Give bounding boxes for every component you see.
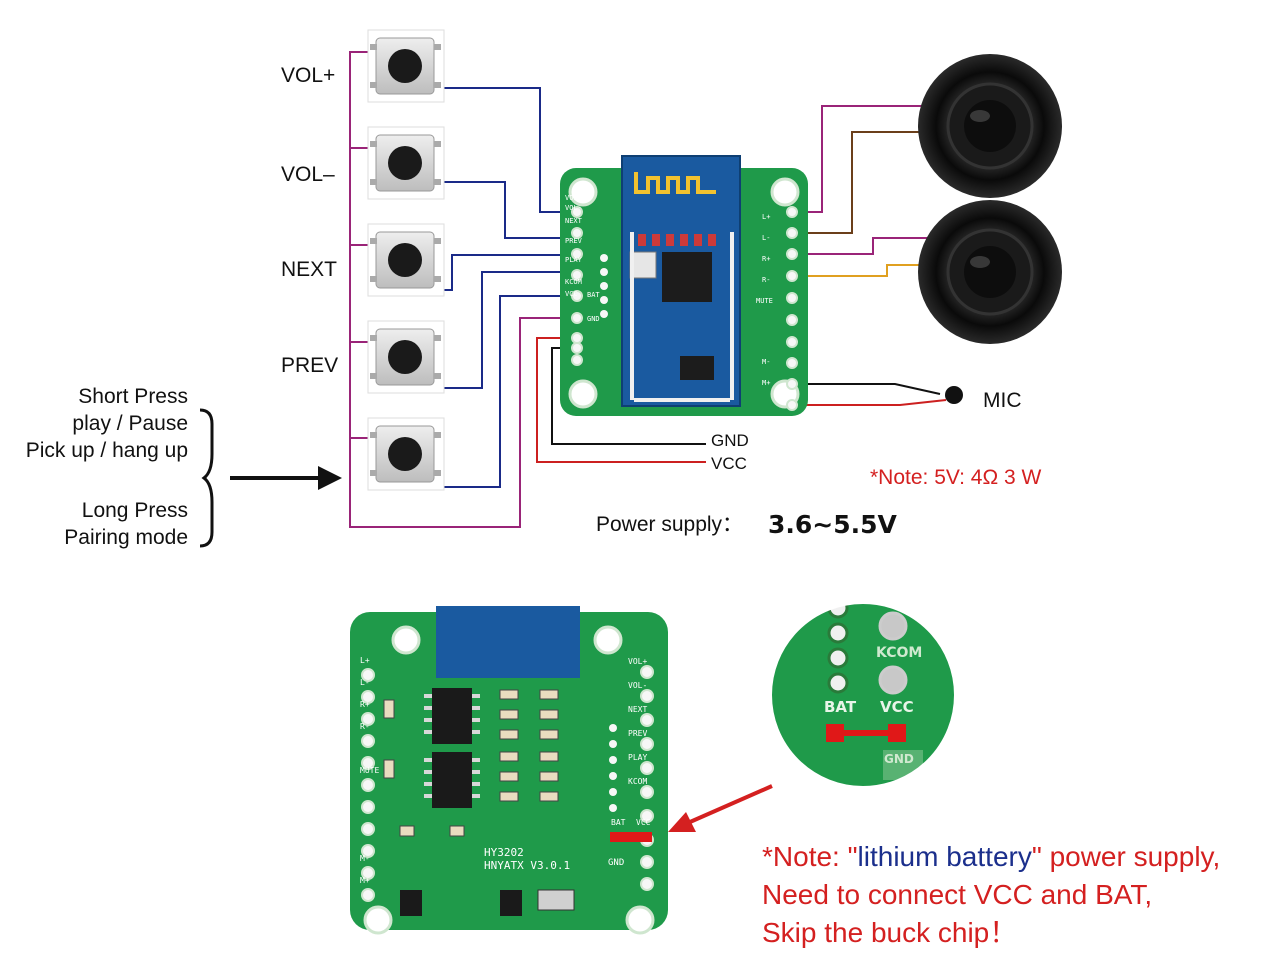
pcb-top [560,155,808,416]
battery-note-line2: Need to connect VCC and BAT, [762,879,1153,910]
pin-label: NEXT [628,705,648,714]
label-long-press: Long Press [81,499,188,522]
label-play-pause: play / Pause [72,412,188,435]
pin-label: M+ [360,876,370,885]
pin-label: L- [762,234,771,242]
speaker-note: *Note: 5V: 4Ω 3 W [870,466,1042,489]
kcom-common-wire [349,51,563,528]
bat-vcc-bridge [610,832,652,842]
mic-capsule [945,386,963,404]
pin-label: VOL- [565,203,582,212]
button-signal-wires [433,87,563,488]
zoom-label-vcc: VCC [880,698,914,716]
pin-label: NEXT [565,217,582,226]
pin-label: VCC [565,289,578,298]
top-board-right-pin-labels: L+ L- R+ R- MUTE M- M+ [756,207,773,394]
zoom-label-bat: BAT [824,698,857,716]
board-version: V3.0.1 [530,859,571,872]
battery-note-suffix: " power supply, [1031,841,1221,872]
pin-label: PREV [628,729,648,738]
board-model: HY3202 [484,846,524,859]
zoom-inset [770,602,956,788]
button-next [367,223,445,297]
bottom-board-right-pin-labels: VOL+ VOL- NEXT PREV PLAY KCOM [628,650,647,794]
battery-note-line3: Skip the buck chip！ [762,917,1018,948]
battery-note-prefix: *Note: " [762,841,858,872]
label-vol-plus: VOL+ [281,64,336,87]
pin-label: VOL- [628,681,648,690]
pin-label: PREV [565,236,582,245]
bottom-board-left-pin-labels: L+ L- R+ R- MUTE M- M+ [360,650,379,892]
label-vcc: VCC [711,454,747,473]
pin-label: KCOM [565,277,582,286]
battery-note: *Note: "lithium battery" power supply, N… [762,838,1220,952]
board-brand: HNYATX [484,859,524,872]
speaker-left [918,54,1062,198]
label-mic: MIC [983,389,1022,412]
bottom-board-vcc-label: VCC [636,818,651,827]
label-prev: PREV [281,354,339,377]
amp-chip-1 [432,688,472,744]
pin-label: R- [360,722,370,731]
label-pairing-mode: Pairing mode [64,526,188,549]
pin-label: L+ [360,656,370,665]
pin-label: PLAY [628,753,648,762]
label-short-press: Short Press [78,385,188,408]
press-info: Short Press play / Pause Pick up / hang … [26,383,188,551]
speaker-wires [795,105,930,277]
pin-label: PLAY [565,256,582,265]
pin-label: BAT [587,291,600,300]
pin-label: R- [762,276,771,284]
label-gnd: GND [711,431,749,450]
antenna-trace [634,172,716,194]
label-next: NEXT [281,258,338,281]
pin-label: M- [360,854,370,863]
pin-label: L- [360,678,370,687]
speaker-right [918,200,1062,344]
button-vol-minus [367,126,445,200]
tactile-buttons [367,29,445,491]
battery-note-highlight: lithium battery [857,841,1032,872]
button-vol-plus [367,29,445,103]
curly-brace [199,408,214,548]
label-vol-minus: VOL– [281,163,335,186]
pin-label: KCOM [628,777,648,786]
button-play [367,417,445,491]
pin-label: MUTE [360,766,380,775]
pin-label: VOL+ [565,194,582,202]
board-model-line2: HNYATX V3.0.1 [484,859,570,872]
zoom-label-gnd: GND [884,752,914,766]
bottom-board-bat-label: BAT [611,818,626,827]
arrow-to-bridge [668,784,773,832]
bottom-board-gnd-label: GND [608,858,625,868]
pin-label: L+ [762,213,771,221]
top-board-left-pin-labels: VOL+ VOL- NEXT PREV PLAY KCOM VCC BAT GN… [565,194,600,324]
arrow-to-button [230,466,342,490]
pin-label: M+ [762,379,771,387]
amp-chip-2 [432,752,472,808]
power-supply-value: 3.6~5.5V [768,510,897,539]
pin-label: R+ [762,255,771,263]
label-pickup-hangup: Pick up / hang up [25,439,188,462]
pin-label: R+ [360,700,370,709]
zoom-label-kcom: KCOM [876,645,923,661]
bluetooth-module-back [436,606,580,678]
mic-wires [795,383,947,406]
pin-label: M- [762,358,771,366]
battery-note-line1: *Note: "lithium battery" power supply, [762,838,1220,876]
pin-label: VOL+ [628,657,648,666]
pin-label: MUTE [756,297,773,305]
bottom-board-model-text: HY3202 HNYATX V3.0.1 [484,846,570,872]
button-prev [367,320,445,394]
pcb-bottom [350,606,668,935]
power-supply-label: Power supply： [596,513,744,536]
pin-label: GND [587,314,600,323]
